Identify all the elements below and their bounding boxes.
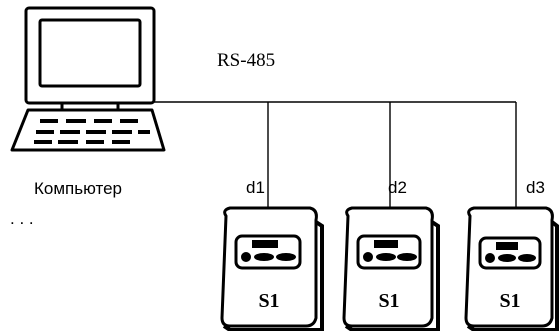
display-segment bbox=[252, 240, 278, 248]
device-name: S1 bbox=[499, 290, 520, 312]
device-shadow bbox=[466, 220, 559, 331]
device-name: S1 bbox=[378, 290, 399, 312]
bus-label: RS-485 bbox=[217, 50, 275, 71]
device-key bbox=[397, 253, 417, 261]
indicator-led bbox=[363, 252, 373, 262]
device-3: S1 bbox=[464, 206, 559, 331]
device-key bbox=[518, 254, 536, 262]
device-shadow bbox=[222, 220, 324, 331]
indicator-led bbox=[241, 252, 251, 262]
display-segment bbox=[496, 242, 518, 250]
keyboard-base bbox=[10, 108, 166, 152]
device-display bbox=[478, 236, 542, 270]
drop-label-d3: d3 bbox=[526, 178, 545, 197]
computer-icon bbox=[10, 6, 166, 152]
device-2: S1 bbox=[342, 206, 440, 331]
rs485-bus bbox=[154, 101, 517, 210]
drop-label-d2: d2 bbox=[388, 178, 407, 197]
device-display bbox=[356, 234, 422, 270]
indicator-led bbox=[485, 253, 495, 263]
device-1: S1 bbox=[220, 206, 324, 331]
computer-label: Компьютер bbox=[34, 179, 122, 198]
more-devices-ellipsis: . . . bbox=[10, 209, 34, 228]
device-key bbox=[276, 253, 296, 261]
device-display bbox=[234, 234, 302, 270]
drop-label-d1: d1 bbox=[246, 178, 265, 197]
monitor-screen bbox=[38, 18, 142, 88]
device-key bbox=[498, 254, 516, 262]
keyboard-keys bbox=[34, 119, 150, 144]
device-key bbox=[376, 253, 396, 261]
device-shadow bbox=[344, 220, 440, 331]
device-name: S1 bbox=[258, 290, 279, 312]
monitor-frame bbox=[24, 6, 156, 105]
display-segment bbox=[374, 240, 398, 248]
device-key bbox=[254, 253, 274, 261]
